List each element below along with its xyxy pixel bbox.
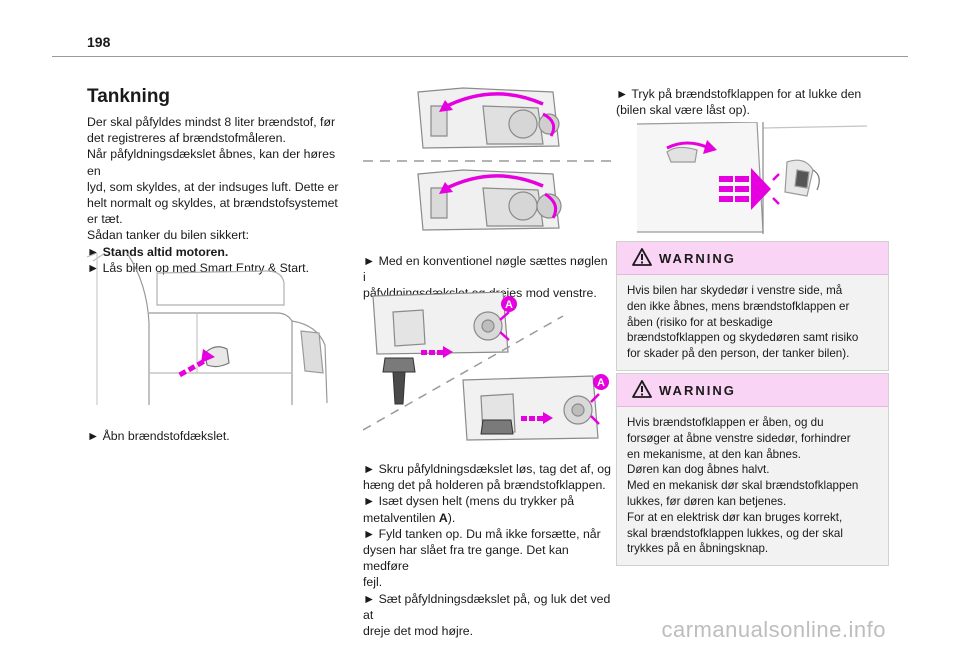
warning-header: WARNING <box>617 242 888 275</box>
text-line: skal brændstofklappen lukkes, og der ska… <box>627 526 843 540</box>
text-line: er tæt. <box>87 212 123 227</box>
warning-triangle-icon <box>632 248 652 271</box>
figure-cap-holder: A A <box>363 292 613 442</box>
warning-title: WARNING <box>659 251 736 266</box>
text-line: hæng det på holderen på brændstofklappen… <box>363 478 606 493</box>
text-line: den ikke åbnes, mens brændstofklappen er <box>627 299 850 313</box>
top-rule <box>52 56 908 57</box>
column-1: Tankning Der skal påfyldes mindst 8 lite… <box>87 86 347 276</box>
text-line: dysen har slået fra tre gange. Det kan m… <box>363 543 569 574</box>
text-line: trykkes på en åbningsknap. <box>627 542 769 556</box>
text-fragment: ). <box>447 510 456 525</box>
warning-body: Hvis brændstofklappen er åben, og du for… <box>617 407 888 565</box>
text-line: ► Med en konventionel nøgle sættes nøgle… <box>363 254 608 285</box>
text-line: Når påfyldningsdækslet åbnes, kan der hø… <box>87 147 336 178</box>
text-line: en mekanisme, at den kan åbnes. <box>627 447 802 461</box>
text-line: åben (risiko for at beskadige <box>627 315 773 329</box>
valve-letter: A <box>438 510 448 525</box>
text-line: helt normalt og skyldes, at brændstofsys… <box>87 196 338 211</box>
page-number: 198 <box>87 34 111 50</box>
fueling-steps: ► Skru påfyldningsdækslet løs, tag det a… <box>363 461 615 639</box>
caption-open-flap: ► Åbn brændstofdækslet. <box>87 429 230 443</box>
text-line: det registreres af brændstofmåleren. <box>87 131 286 146</box>
text-line: ► Fyld tanken op. Du må ikke forsætte, n… <box>363 526 601 541</box>
text-line: brændstofklappen og skydedøren samt risi… <box>627 331 859 345</box>
text-line: dreje det mod højre. <box>363 624 474 639</box>
warning-body: Hvis bilen har skydedør i venstre side, … <box>617 275 888 370</box>
text-line-valve: metalventilen A). <box>363 510 615 526</box>
text-line: Hvis bilen har skydedør i venstre side, … <box>627 284 843 297</box>
warning-header: WARNING <box>617 374 888 407</box>
text-line: Hvis brændstofklappen er åben, og du <box>627 416 824 429</box>
close-flap-intro: ► Tryk på brændstofklappen for at lukke … <box>616 86 891 118</box>
text-fragment: metalventilen <box>363 510 439 525</box>
text-line: ► Tryk på brændstofklappen for at lukke … <box>616 87 862 101</box>
text-line: forsøger at åbne venstre sidedør, forhin… <box>627 431 851 445</box>
label-a-bottom: A <box>597 377 605 389</box>
text-line: ► Skru påfyldningsdækslet løs, tag det a… <box>363 462 611 476</box>
warning-triangle-icon <box>632 380 652 403</box>
warning-box-side-door: WARNING Hvis brændstofklappen er åben, o… <box>616 373 889 567</box>
text-line: lyd, som skyldes, at der indsuges luft. … <box>87 179 339 194</box>
text-line: For at en elektrisk dør kan bruges korre… <box>627 510 843 524</box>
text-line: Med en mekanisk dør skal brændstofklappe… <box>627 479 859 493</box>
section-heading: Tankning <box>87 86 171 107</box>
warning-box-sliding-door: WARNING Hvis bilen har skydedør i venstr… <box>616 241 889 371</box>
text-line: ► Isæt dysen helt (mens du trykker på <box>363 494 575 509</box>
label-a-top: A <box>505 299 513 311</box>
text-line: fejl. <box>363 575 383 590</box>
bullet-stop-engine: ► Stands altid motoren. <box>87 244 229 259</box>
figure-cap-open-rotation <box>363 86 613 236</box>
figure-van-fuel-flap <box>87 253 339 405</box>
watermark: carmanualsonline.info <box>661 617 886 642</box>
text-line: for skader på den person, der tanker bil… <box>627 347 850 361</box>
text-line: Døren kan dog åbnes halvt. <box>627 463 770 477</box>
figure-close-flap <box>637 122 873 234</box>
text-line: Der skal påfyldes mindst 8 liter brændst… <box>87 115 336 129</box>
text-line: ► Sæt påfyldningsdækslet på, og luk det … <box>363 591 611 622</box>
warning-title: WARNING <box>659 383 736 398</box>
text-line: Sådan tanker du bilen sikkert: <box>87 228 250 243</box>
text-line: lukkes, før døren kan betjenes. <box>627 494 787 508</box>
text-line: (bilen skal være låst op). <box>616 103 750 118</box>
